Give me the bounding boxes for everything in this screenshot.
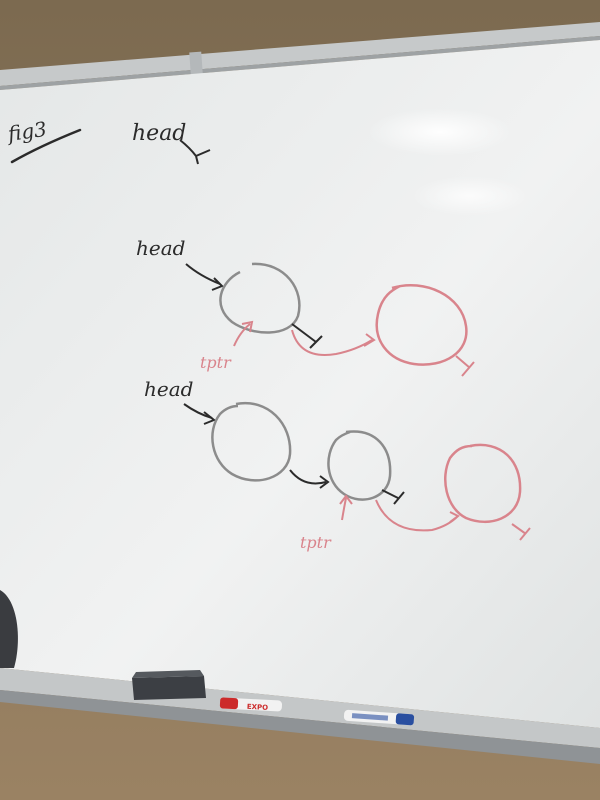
tptr-label-1: tptr bbox=[200, 353, 232, 372]
node-circle-3a bbox=[211, 401, 292, 482]
blue-marker[interactable] bbox=[343, 709, 415, 726]
head-label-2: head bbox=[136, 236, 185, 260]
tptr-arrow-2 bbox=[341, 497, 347, 521]
node-circle-2b bbox=[375, 283, 468, 366]
red-marker-brand: EXPO bbox=[247, 703, 269, 712]
head-label-3: head bbox=[144, 377, 193, 401]
head-arrow-2 bbox=[185, 263, 221, 285]
node-circle-3c bbox=[444, 443, 522, 523]
null-tee-1 bbox=[195, 149, 211, 165]
node-circle-3b bbox=[327, 430, 392, 501]
null-arrow-2 bbox=[291, 323, 317, 343]
whiteboard-surface bbox=[0, 40, 600, 728]
frame-clip bbox=[189, 51, 203, 75]
tptr-arrow-1 bbox=[233, 323, 251, 347]
head-label-1: head bbox=[132, 121, 186, 146]
link-arrow-2 bbox=[291, 329, 373, 356]
chair-edge bbox=[0, 590, 18, 668]
tptr-label-2: tptr bbox=[300, 533, 332, 552]
board-top-frame bbox=[0, 22, 600, 86]
fig-underline bbox=[10, 128, 82, 164]
node-circle-2a bbox=[219, 262, 301, 334]
null-arrow-1 bbox=[179, 139, 197, 157]
null-arrow-3 bbox=[381, 489, 399, 499]
red-marker[interactable]: EXPO bbox=[219, 697, 283, 712]
eraser[interactable] bbox=[132, 670, 206, 700]
fig-label: fig3 bbox=[4, 117, 48, 146]
light-glare bbox=[368, 108, 512, 156]
link-arrow-3a bbox=[289, 469, 327, 485]
